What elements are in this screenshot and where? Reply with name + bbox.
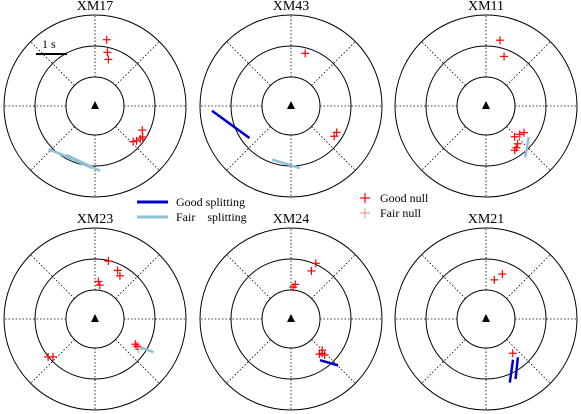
good-null-marker	[95, 281, 104, 290]
good-null-marker	[113, 266, 122, 275]
good-null-marker	[133, 342, 142, 351]
good-null-marker	[94, 277, 103, 286]
legend-fair-splitting-label: Fair splitting	[176, 210, 247, 224]
station-marker	[91, 101, 99, 109]
good-splitting-bar	[211, 109, 251, 140]
outer-ring	[3, 227, 187, 411]
good-null-marker	[513, 139, 522, 148]
good-null-marker	[495, 36, 504, 45]
good-null-marker	[129, 137, 138, 146]
good-null-marker	[520, 128, 529, 137]
legend-fair-null-marker	[360, 208, 370, 218]
good-null-marker	[498, 270, 507, 279]
panel-title-xm21: XM21	[468, 212, 505, 227]
good-null-marker	[289, 283, 298, 292]
outer-ring	[3, 14, 187, 198]
panel-xm24: XM24	[199, 212, 383, 411]
middle-ring	[230, 258, 352, 380]
good-null-marker	[132, 136, 141, 145]
good-null-marker	[500, 52, 509, 61]
outer-ring	[394, 227, 578, 411]
panel-xm23: XM23	[3, 212, 187, 411]
panel-xm11: XM11	[394, 0, 578, 198]
good-null-marker	[138, 126, 147, 135]
legend: Good splitting Fair splitting Good null …	[137, 191, 429, 224]
time-scale-label: 1 s	[42, 37, 56, 51]
panel-xm43: XM43	[199, 0, 383, 198]
station-marker	[287, 101, 295, 109]
good-splitting-bar	[508, 359, 515, 383]
good-null-marker	[102, 35, 111, 44]
station-marker	[482, 101, 490, 109]
panel-title-xm24: XM24	[273, 212, 310, 227]
legend-good-splitting-label: Good splitting	[176, 195, 245, 209]
good-null-marker	[510, 146, 519, 155]
good-null-marker	[104, 55, 113, 64]
outer-ring	[199, 14, 383, 198]
good-null-marker	[330, 132, 339, 141]
good-null-marker	[138, 132, 147, 141]
outer-ring	[394, 14, 578, 198]
panel-title-xm43: XM43	[273, 0, 310, 14]
good-null-marker	[311, 259, 320, 268]
good-null-marker	[315, 350, 324, 359]
good-null-marker	[515, 130, 524, 139]
panel-xm17: XM17	[3, 0, 187, 198]
fair-splitting-bar	[271, 158, 301, 170]
panel-title-xm23: XM23	[77, 212, 114, 227]
panel-title-xm11: XM11	[468, 0, 504, 14]
legend-good-null-marker	[360, 193, 370, 203]
middle-ring	[425, 45, 547, 167]
middle-ring	[34, 258, 156, 380]
good-null-marker	[307, 266, 316, 275]
fair-splitting-bar	[65, 153, 101, 172]
station-marker	[287, 314, 295, 322]
good-null-marker	[320, 351, 329, 360]
good-null-marker	[48, 352, 57, 361]
good-null-marker	[490, 275, 499, 284]
panel-title-xm17: XM17	[77, 0, 114, 14]
legend-good-null-label: Good null	[380, 191, 429, 205]
good-null-marker	[508, 349, 517, 358]
legend-fair-null-label: Fair null	[380, 206, 422, 220]
fair-splitting-bar	[524, 136, 531, 158]
good-splitting-bar	[319, 358, 339, 367]
time-scale-bar: 1 s	[36, 37, 67, 55]
good-null-marker	[510, 132, 519, 141]
middle-ring	[425, 258, 547, 380]
panel-xm21: XM21	[394, 212, 578, 411]
good-null-marker	[301, 49, 310, 58]
station-marker	[91, 314, 99, 322]
outer-ring	[199, 227, 383, 411]
good-null-marker	[104, 257, 113, 266]
good-splitting-bar	[514, 357, 520, 380]
station-marker	[482, 314, 490, 322]
middle-ring	[34, 45, 156, 167]
good-null-marker	[115, 271, 124, 280]
good-null-marker	[103, 48, 112, 57]
